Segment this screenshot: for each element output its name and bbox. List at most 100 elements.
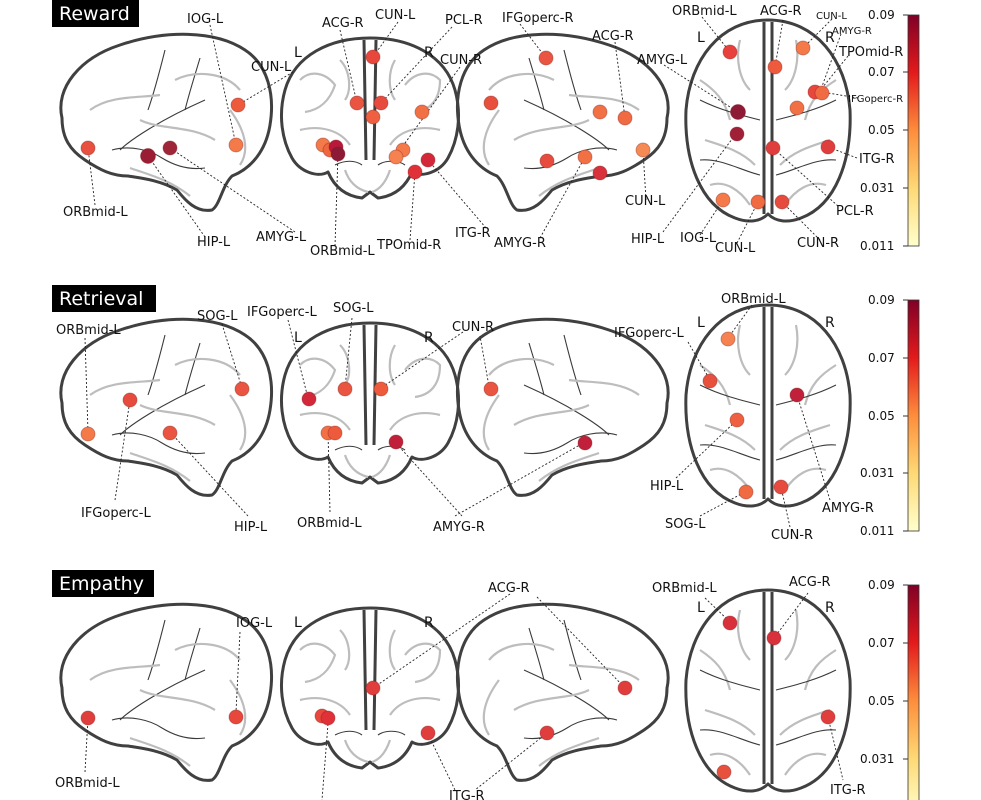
node-marker	[766, 630, 782, 646]
node-marker	[716, 764, 732, 780]
colorbar-gradient	[907, 584, 920, 800]
region-labels: IOG-L CUN-L ACG-R CUN-L PCL-R IFGoperc-R…	[63, 4, 903, 259]
panel-title: Empathy	[59, 573, 144, 595]
node-marker	[738, 484, 754, 500]
region-label: CUN-R	[440, 53, 482, 68]
node-marker	[750, 194, 766, 210]
node-marker	[228, 137, 244, 153]
hemisphere-label-left: L	[294, 330, 302, 346]
node-markers	[80, 331, 805, 500]
node-marker	[420, 725, 436, 741]
node-marker	[538, 50, 554, 66]
node-marker	[814, 85, 830, 101]
panel-title: Retrieval	[59, 288, 143, 310]
region-label: ITG-R	[830, 783, 866, 798]
hemisphere-label-right: R	[825, 315, 835, 331]
node-marker	[420, 152, 436, 168]
region-label: ORBmid-L	[310, 244, 375, 259]
region-label: AMYG-R	[822, 501, 874, 516]
hemisphere-label-left: L	[294, 45, 302, 61]
region-label: IFGoperc-R	[848, 94, 903, 105]
node-marker	[729, 126, 745, 142]
leader-lines	[87, 16, 859, 247]
node-marker	[140, 148, 156, 164]
panel-title-box	[52, 570, 154, 597]
region-label: AMYG-L	[256, 230, 307, 245]
region-label: CUN-R	[771, 528, 813, 543]
colorbar-tick: 0.07	[868, 65, 895, 79]
node-marker	[577, 435, 593, 451]
region-label: CUN-L	[816, 11, 847, 22]
panel-title: Reward	[59, 3, 130, 25]
region-label: IOG-L	[680, 231, 717, 246]
node-marker	[577, 149, 593, 165]
region-label: IOG-L	[236, 616, 273, 631]
node-marker	[373, 95, 389, 111]
hemisphere-label-right: R	[825, 30, 835, 46]
hemisphere-label-right: R	[424, 45, 434, 61]
region-label: ORBmid-L	[55, 776, 120, 791]
region-label: ITG-R	[455, 226, 491, 241]
region-label: IFGoperc-L	[81, 506, 151, 521]
colorbar-tick: 0.011	[860, 524, 894, 538]
region-label: SOG-L	[197, 309, 238, 324]
region-label: IOG-L	[187, 12, 224, 27]
region-label: AMYG-R	[433, 520, 485, 535]
brain-sagittal-left	[59, 317, 274, 497]
node-marker	[539, 153, 555, 169]
region-label: ORBmid-L	[652, 581, 717, 596]
hemisphere-label-right: R	[424, 615, 434, 631]
region-label: CUN-R	[452, 320, 494, 335]
hemisphere-label-right: R	[825, 600, 835, 616]
colorbar-tick: 0.031	[860, 181, 894, 195]
node-marker	[765, 140, 781, 156]
node-marker	[365, 49, 381, 65]
region-label: HIP-L	[197, 235, 231, 250]
region-label: ORBmid-L	[672, 4, 737, 19]
colorbar-gradient	[907, 299, 920, 532]
colorbar-tick: 0.031	[860, 752, 894, 766]
node-marker	[234, 381, 250, 397]
region-label: IFGoperc-L	[614, 326, 684, 341]
region-label: AMYG-L	[637, 53, 688, 68]
node-marker	[80, 710, 96, 726]
region-label: CUN-L	[625, 194, 666, 209]
region-label: SOG-L	[665, 517, 706, 532]
node-marker	[80, 140, 96, 156]
brain-axial	[684, 18, 852, 223]
hemisphere-label-left: L	[697, 30, 705, 46]
region-label: ORBmid-L	[63, 205, 128, 220]
colorbar-empathy: 0.09 0.07 0.05 0.031	[860, 578, 920, 800]
node-marker	[301, 391, 317, 407]
node-marker	[330, 146, 346, 162]
region-label: HIP-L	[631, 232, 665, 247]
region-label: ORBmid-L	[56, 323, 121, 338]
node-marker	[483, 381, 499, 397]
node-marker	[773, 479, 789, 495]
colorbar-tick: 0.05	[868, 694, 895, 708]
node-marker	[820, 139, 836, 155]
region-label: IFGoperc-R	[502, 11, 574, 26]
region-labels: IOG-L ACG-R ORBmid-L ACG-R ORBmid-L ITG-…	[55, 575, 866, 800]
brain-sagittal-right	[455, 602, 670, 782]
panel-reward: Reward L R L R	[52, 0, 903, 259]
node-marker	[795, 40, 811, 56]
region-label: ORBmid-L	[721, 292, 786, 307]
colorbar-tick: 0.07	[868, 636, 895, 650]
panel-empathy: Empathy L R L R	[52, 570, 866, 800]
node-marker	[767, 59, 783, 75]
node-marker	[388, 149, 404, 165]
node-marker	[539, 725, 555, 741]
panel-title-box	[52, 0, 139, 27]
region-label: ACG-R	[592, 29, 634, 44]
region-label: ITG-R	[449, 789, 485, 800]
region-label: CUN-L	[375, 8, 416, 23]
node-marker	[722, 44, 738, 60]
brain-axial	[684, 588, 852, 793]
node-marker	[414, 104, 430, 120]
node-marker	[407, 164, 423, 180]
node-marker	[789, 100, 805, 116]
region-label: ORBmid-L	[297, 516, 362, 531]
node-marker	[162, 140, 178, 156]
